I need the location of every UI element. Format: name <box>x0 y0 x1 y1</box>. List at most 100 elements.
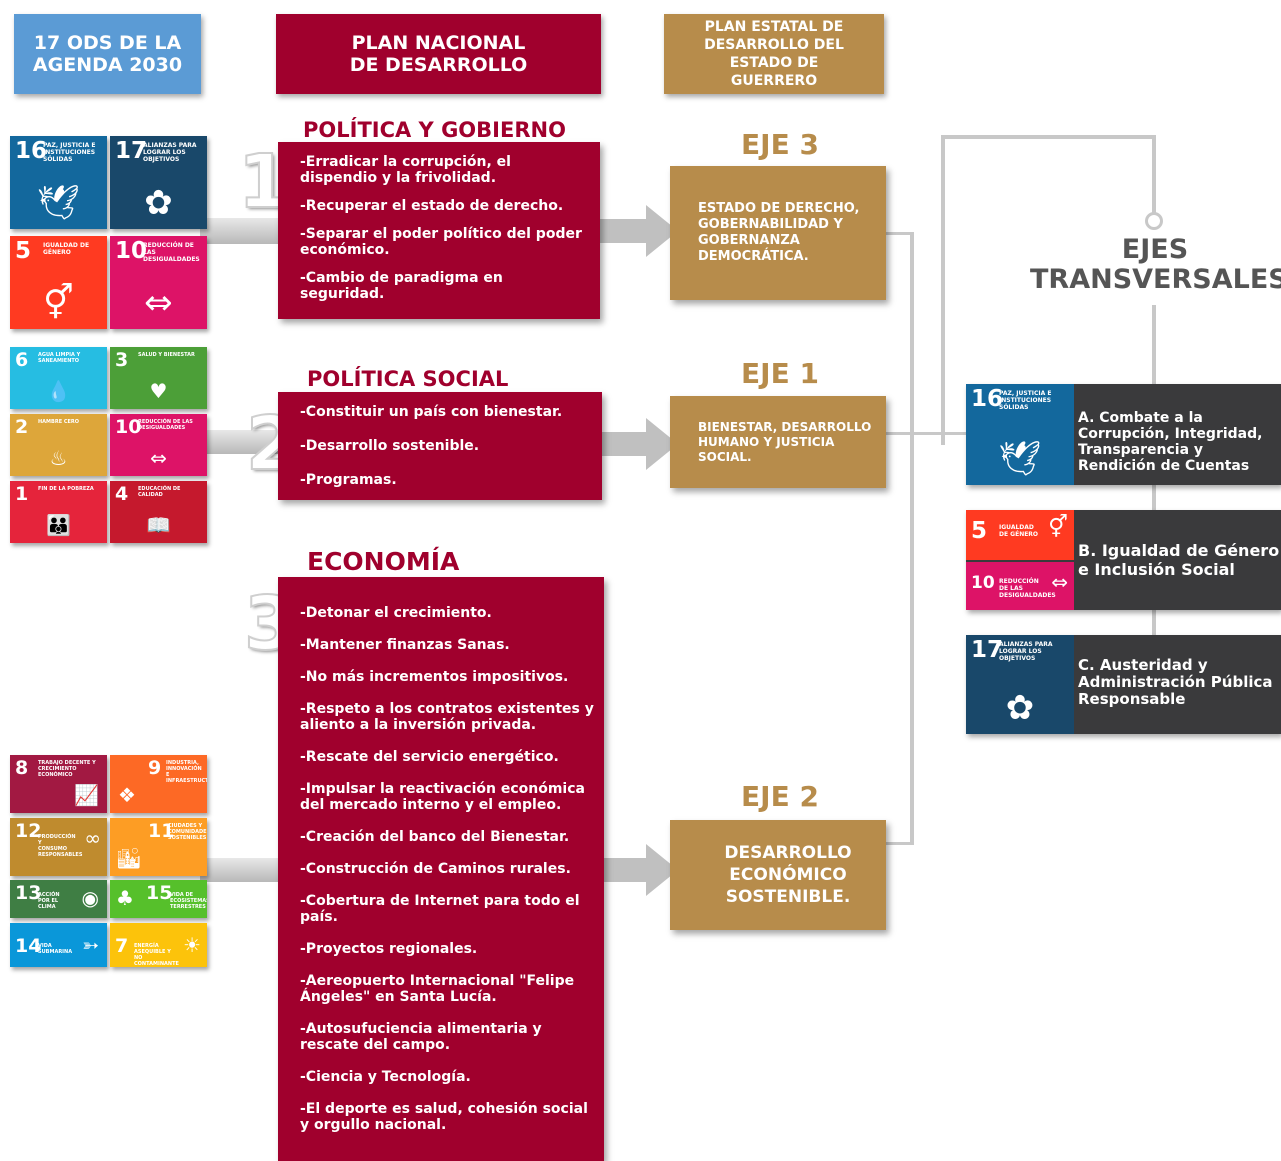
sdg-label: Alianzas para lograr los objetivos <box>143 142 197 163</box>
section-box-economia: -Detonar el crecimiento. -Mantener finan… <box>278 577 604 1161</box>
sdg-number: 5 <box>971 518 988 544</box>
sdg-label: Reducción de las desigualdades <box>143 242 200 263</box>
dove-gavel-icon: 🕊 <box>998 439 1042 479</box>
sdg-tile-7: 7 Energía asequible y no contaminante ☀ <box>110 923 207 967</box>
sdg-number: 4 <box>115 483 129 505</box>
header-pnd-label: PLAN NACIONAL DE DESARROLLO <box>349 32 528 76</box>
sdg-tile-6: 6 Agua limpia y saneamiento 💧 <box>10 347 107 409</box>
family-icon: 👪 <box>46 513 71 537</box>
sdg-tile-14: 14 Vida submarina ➳ <box>10 923 107 967</box>
sdg-label: Educación de calidad <box>138 486 181 498</box>
sdg-label: Alianzas para lograr los objetivos <box>999 641 1053 662</box>
sdg-tile-10: 10 Reducción de las desigualdades ⇔ <box>110 414 207 476</box>
sdg-label: Paz, justicia e instituciones sólidas <box>999 390 1052 411</box>
sdg-number: 17 <box>115 138 148 164</box>
sdg-label: Agua limpia y saneamiento <box>38 352 81 364</box>
sdg-tile-11: 11 Ciudades y comunidades sostenibles 🏙 <box>110 818 207 876</box>
list-item: -Creación del banco del Bienestar. <box>300 829 570 845</box>
tree-icon: ♣ <box>116 886 134 910</box>
sdg-label: Paz, justicia e instituciones sólidas <box>43 142 96 163</box>
fish-icon: ➳ <box>82 933 99 957</box>
heartbeat-icon: ♥ <box>149 379 168 403</box>
sdg-tile-5: 5 Igualdad de género ⚥ <box>966 510 1074 560</box>
sdg-number: 9 <box>148 757 162 779</box>
connector-line <box>941 135 1156 139</box>
sdg-number: 2 <box>15 416 29 438</box>
transversal-c-text: C. Austeridad y Administración Pública R… <box>1078 656 1273 708</box>
connector-line <box>886 842 914 845</box>
sdg-tile-10: 10 Reducción de las desigualdades ⇔ <box>966 562 1074 610</box>
transversal-card-c: 17 Alianzas para lograr los objetivos ✿ … <box>966 635 1281 734</box>
list-item: -Detonar el crecimiento. <box>300 605 492 621</box>
arrow-bar-2 <box>200 430 280 454</box>
transversal-b-text: B. Igualdad de Género e Inclusión Social <box>1078 541 1280 579</box>
sdg-label: Reducción de las desigualdades <box>138 419 193 431</box>
eje-3-box: ESTADO DE DERECHO, GOBERNABILIDAD Y GOBE… <box>670 166 886 300</box>
sdg-label: Producción y consumo responsables <box>38 834 83 858</box>
section-box-politica-gobierno: -Erradicar la corrupción, el dispendio y… <box>278 142 600 319</box>
header-ods-label: 17 ODS DE LA AGENDA 2030 <box>32 32 183 76</box>
rings-icon: ✿ <box>1005 688 1035 728</box>
sdg-tile-5: 5 Igualdad de género ⚥ <box>10 236 107 329</box>
arrow-bar-3 <box>200 858 280 882</box>
sdg-label: Industria, innovación e infraestructura <box>166 760 207 784</box>
equality-icon: ⇔ <box>1051 570 1068 594</box>
sdg-number: 16 <box>971 386 1004 412</box>
sdg-label: Fin de la pobreza <box>38 486 94 492</box>
gender-icon: ⚥ <box>43 283 74 323</box>
header-pnd: PLAN NACIONAL DE DESARROLLO <box>276 14 601 94</box>
list-item: -Desarrollo sostenible. <box>300 438 480 454</box>
list-item: -Ciencia y Tecnología. <box>300 1069 471 1085</box>
sdg-label: Salud y bienestar <box>138 352 195 358</box>
arrow-right-icon <box>600 844 678 896</box>
sdg-number: 12 <box>15 820 42 842</box>
connector-line <box>1152 610 1156 635</box>
sdg-number: 1 <box>15 483 29 505</box>
sdg-tile-13: 13 Acción por el clima ◉ <box>10 880 107 918</box>
ejes-transversales-title: EJES TRANSVERSALES <box>1030 234 1281 295</box>
list-item: -Erradicar la corrupción, el dispendio y… <box>300 154 511 186</box>
sun-icon: ☀ <box>183 933 201 957</box>
sdg-label: Energía asequible y no contaminante <box>134 943 179 967</box>
sdg-label: Reducción de las desigualdades <box>999 578 1056 599</box>
sdg-number: 17 <box>971 637 1004 663</box>
eje-1-title: EJE 1 <box>741 357 819 390</box>
arrow-right-icon <box>600 418 678 470</box>
connector-line <box>1152 135 1156 225</box>
sdg-tile-1: 1 Fin de la pobreza 👪 <box>10 481 107 543</box>
list-item: -Construcción de Caminos rurales. <box>300 861 571 877</box>
eje-2-title: EJE 2 <box>741 780 819 813</box>
growth-chart-icon: 📈 <box>74 783 99 807</box>
connector-line <box>886 232 914 235</box>
list-item: -El deporte es salud, cohesión social y … <box>300 1101 588 1133</box>
sdg-tile-17: 17 Alianzas para lograr los objetivos ✿ <box>966 635 1074 734</box>
sdg-label: Trabajo decente y crecimiento económico <box>38 760 96 778</box>
list-item: -Separar el poder político del poder eco… <box>300 226 582 258</box>
book-icon: 📖 <box>146 513 171 537</box>
list-item: -Respeto a los contratos existentes y al… <box>300 701 594 733</box>
sdg-number: 3 <box>115 349 129 371</box>
list-item: -Rescate del servicio energético. <box>300 749 559 765</box>
list-item: -Cambio de paradigma en seguridad. <box>300 270 503 302</box>
list-item: -Programas. <box>300 472 397 488</box>
sdg-number: 13 <box>15 882 42 904</box>
eje-3-title: EJE 3 <box>741 128 819 161</box>
equality-icon: ⇔ <box>144 283 173 323</box>
sdg-label: Hambre cero <box>38 419 80 425</box>
arrow-bar-1 <box>200 218 280 244</box>
sdg-number: 15 <box>146 882 173 904</box>
list-item: -Recuperar el estado de derecho. <box>300 198 564 214</box>
bowl-icon: ♨ <box>49 446 68 470</box>
list-item: -Proyectos regionales. <box>300 941 478 957</box>
section-title-economia: ECONOMÍA <box>307 547 460 576</box>
sdg-label: Ciudades y comunidades sostenibles <box>168 823 207 841</box>
sdg-tile-8: 8 Trabajo decente y crecimiento económic… <box>10 755 107 813</box>
list-item: -Autosufuciencia alimentaria y rescate d… <box>300 1021 542 1053</box>
sdg-tile-12: 12 Producción y consumo responsables ∞ <box>10 818 107 876</box>
connector-line <box>910 232 914 844</box>
sdg-tile-10: 10 Reducción de las desigualdades ⇔ <box>110 236 207 329</box>
rings-icon: ✿ <box>144 183 173 223</box>
sdg-label: Igualdad de género <box>999 524 1039 538</box>
sdg-number: 10 <box>115 416 142 438</box>
list-item: -Constituir un país con bienestar. <box>300 404 563 420</box>
